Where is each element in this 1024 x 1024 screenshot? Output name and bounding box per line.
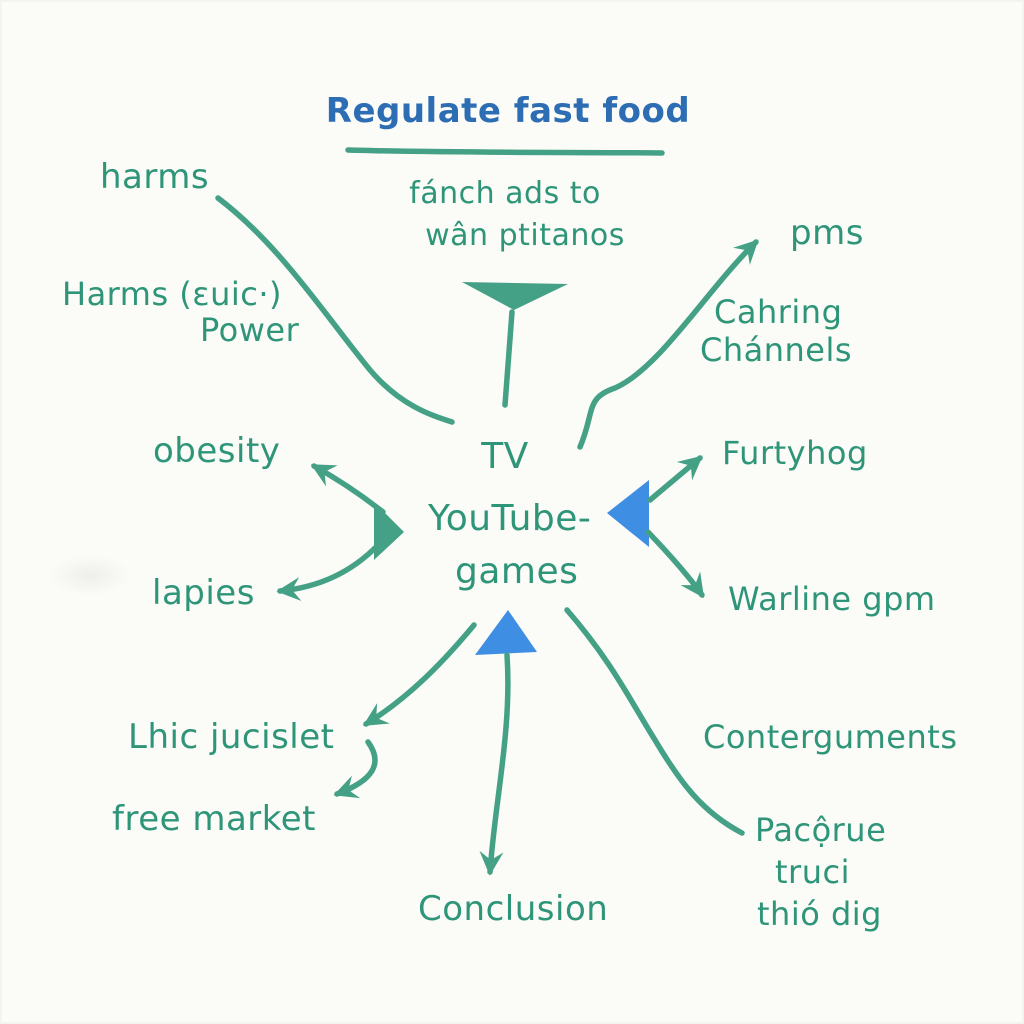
node-lhic-jucislet: Lhic jucislet xyxy=(128,717,335,757)
edge-center-lhic xyxy=(362,622,477,727)
center-node-line3: games xyxy=(455,551,579,592)
edge-center-pacorue xyxy=(564,607,745,836)
node-channels: Chánnels xyxy=(700,331,853,369)
node-pms: pms xyxy=(790,213,864,253)
title-underline xyxy=(345,147,665,156)
edge-harms-center xyxy=(215,195,455,425)
map-title: Regulate fast food xyxy=(325,91,691,131)
node-power: Power xyxy=(200,311,300,349)
node-warline: Warline gpm xyxy=(728,580,936,618)
node-lapies: lapies xyxy=(152,573,255,613)
edge-center-warline xyxy=(645,529,705,598)
center-left-arrowhead xyxy=(374,502,404,560)
node-truci: truci xyxy=(775,853,850,891)
subtitle-line1: fánch ads to xyxy=(409,176,601,211)
center-node-line2: YouTube- xyxy=(428,498,592,539)
edge-center-title xyxy=(502,309,515,408)
node-conclusion: Conclusion xyxy=(418,889,609,929)
node-harms: harms xyxy=(100,157,210,197)
edge-center-lapies xyxy=(276,542,381,602)
subtitle-line2: wân ptitanos xyxy=(425,218,625,253)
node-conterguments: Conterguments xyxy=(703,718,958,756)
edge-center-conclusion xyxy=(479,652,511,876)
center-node-line1: TV xyxy=(481,436,529,477)
node-thio-dig: thió dig xyxy=(757,895,882,933)
edge-center-furtyhog xyxy=(647,455,703,503)
center-top-arrowhead xyxy=(462,282,568,310)
edge-center-pms xyxy=(577,239,759,450)
node-pacorue: Pacộrue xyxy=(755,811,887,849)
center-bottom-arrowhead xyxy=(475,610,537,655)
center-right-arrowhead xyxy=(607,480,649,547)
node-obesity: obesity xyxy=(153,431,281,471)
node-free-market: free market xyxy=(112,799,317,839)
edge-lhic-freemarket xyxy=(333,739,378,799)
node-cahring: Cahring xyxy=(714,293,843,331)
paper-smudge xyxy=(35,548,145,603)
node-harms-evic: Harms (εuic·) xyxy=(62,275,282,313)
edge-center-obesity xyxy=(310,463,386,515)
node-furtyhog: Furtyhog xyxy=(722,434,868,472)
